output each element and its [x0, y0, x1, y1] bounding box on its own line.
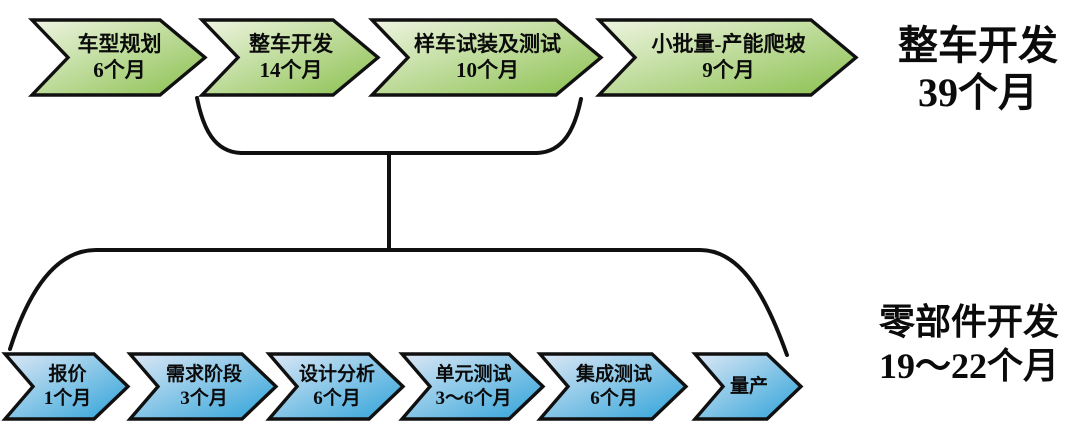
- component-track-duration: 19～22个月: [878, 345, 1059, 386]
- step-label: 量产: [693, 352, 803, 421]
- component-step-requirements: 需求阶段 3个月: [126, 352, 279, 421]
- chevron-shape: [536, 352, 689, 421]
- step-label: 整车开发 14个月: [200, 18, 380, 97]
- step-label: 车型规划 6个月: [30, 18, 207, 97]
- chevron-shape: [28, 18, 208, 97]
- step-name: 单元测试: [435, 364, 512, 386]
- step-duration: 3个月: [180, 387, 228, 409]
- bottom-brace: [8, 248, 789, 357]
- component-track-summary: 零部件开发 19～22个月: [856, 301, 1080, 389]
- step-name: 车型规划: [77, 31, 162, 56]
- step-duration: 10个月: [456, 57, 519, 82]
- top-brace: [195, 96, 583, 155]
- step-label: 单元测试 3～6个月: [400, 352, 545, 421]
- step-label: 样车试装及测试 10个月: [370, 18, 603, 97]
- vehicle-step-trial-test: 样车试装及测试 10个月: [368, 18, 604, 97]
- step-name: 样车试装及测试: [414, 31, 561, 56]
- component-step-unit-test: 单元测试 3～6个月: [398, 352, 546, 421]
- component-step-design-analysis: 设计分析 6个月: [265, 352, 406, 421]
- step-label: 小批量-产能爬坡 9个月: [597, 18, 858, 97]
- step-label: 设计分析 6个月: [267, 352, 405, 421]
- vehicle-track-summary: 整车开发 39个月: [872, 22, 1080, 116]
- vehicle-step-planning: 车型规划 6个月: [28, 18, 208, 97]
- chevron-shape: [368, 18, 604, 97]
- chevron-shape: [265, 352, 406, 421]
- chevron-shape: [198, 18, 381, 97]
- step-name: 设计分析: [298, 364, 375, 386]
- step-name: 整车开发: [249, 31, 333, 56]
- step-duration: 1个月: [43, 387, 92, 409]
- chevron-shape: [1, 352, 131, 421]
- step-name: 集成测试: [575, 364, 652, 386]
- step-duration: 9个月: [702, 57, 755, 82]
- chevron-shape: [126, 352, 279, 421]
- chevron-shape: [595, 18, 859, 97]
- step-duration: 6个月: [590, 387, 638, 409]
- step-name: 量产: [729, 375, 768, 397]
- step-label: 集成测试 6个月: [538, 352, 688, 421]
- step-label: 需求阶段 3个月: [128, 352, 278, 421]
- component-step-integration-test: 集成测试 6个月: [536, 352, 689, 421]
- component-step-quotation: 报价 1个月: [1, 352, 131, 421]
- step-label: 报价 1个月: [3, 352, 130, 421]
- component-track-title: 零部件开发: [878, 302, 1059, 342]
- step-name: 报价: [48, 364, 87, 386]
- component-step-mass-production: 量产: [691, 352, 804, 421]
- step-duration: 6个月: [93, 57, 146, 82]
- step-name: 小批量-产能爬坡: [651, 31, 806, 56]
- step-name: 需求阶段: [165, 364, 242, 386]
- step-duration: 6个月: [313, 387, 361, 409]
- vehicle-track-duration: 39个月: [918, 70, 1038, 116]
- chevron-shape: [398, 352, 546, 421]
- vehicle-track-title: 整车开发: [898, 23, 1058, 68]
- step-duration: 14个月: [259, 57, 323, 82]
- chevron-shape: [691, 352, 804, 421]
- vehicle-step-development: 整车开发 14个月: [198, 18, 381, 97]
- step-duration: 3～6个月: [435, 387, 512, 409]
- vehicle-step-ramp-up: 小批量-产能爬坡 9个月: [595, 18, 859, 97]
